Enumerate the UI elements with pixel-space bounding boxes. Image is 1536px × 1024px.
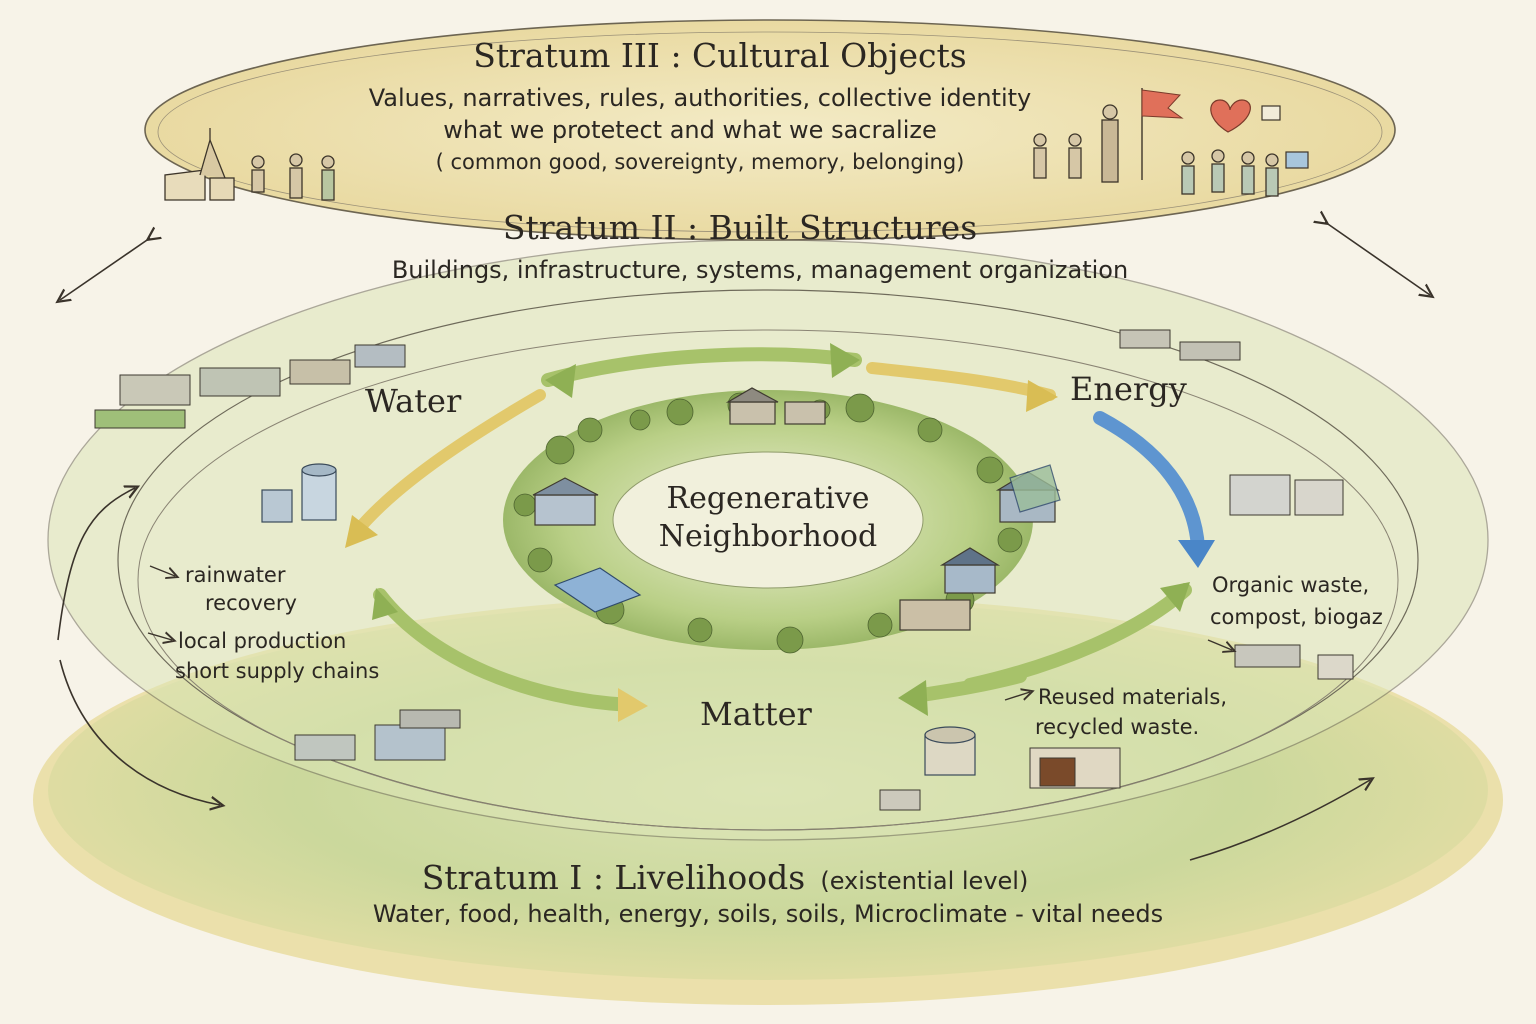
center-label-line-2: Neighborhood: [658, 519, 878, 554]
water-tank-icon: [261, 463, 976, 776]
cycle-arrow-energy-organic: [1093, 411, 1215, 568]
energy-label: Energy: [1070, 370, 1187, 408]
center-label-line-1: Regenerative: [666, 481, 870, 516]
settlement-south: [294, 709, 1121, 811]
rainwater-note-line-2: recovery: [205, 591, 297, 615]
stratum-1-title-note: (existential level): [820, 867, 1029, 895]
cycle-arrow-local-matter: [372, 588, 648, 722]
stratum-3-title: Stratum III : Cultural Objects: [473, 36, 967, 75]
stratum-3-plate: [144, 19, 1396, 241]
stratum-3-line-2: what we protetect and what we sacralize: [443, 116, 937, 144]
settlement-east: [1119, 329, 1354, 680]
cycle-arrow-to-energy: [866, 362, 1058, 412]
stratum-2-line-1: Buildings, infrastructure, systems, mana…: [391, 256, 1129, 284]
water-label: Water: [365, 382, 462, 420]
organic-waste-note-line-2: compost, biogaz: [1210, 605, 1383, 629]
greenhouse-icon: [553, 464, 1061, 613]
local-production-note-line-1: local production: [178, 629, 347, 653]
heart-icon: [1210, 99, 1251, 133]
strata-connector-arrows: [58, 222, 1430, 861]
note-pointers: [147, 565, 1232, 701]
cycle-arrow-reused-matter: [898, 669, 1027, 716]
stratum-1-line-1: Water, food, health, energy, soils, soil…: [372, 900, 1164, 928]
neighborhood-disk: [503, 390, 1033, 650]
flag-icon: [1141, 88, 1184, 180]
stratum-1-heading: Stratum I : Livelihoods (existential lev…: [0, 858, 1450, 897]
reused-materials-note-line-2: recycled waste.: [1035, 715, 1200, 739]
local-production-note-line-2: short supply chains: [175, 659, 380, 683]
people-group-icon: [251, 104, 1279, 201]
stratum-2-title: Stratum II : Built Structures: [502, 208, 978, 247]
reused-materials-note-line-1: Reused materials,: [1038, 685, 1228, 709]
settlement-west: [94, 344, 406, 429]
stratum-3-line-3: ( common good, sovereignty, memory, belo…: [435, 150, 965, 174]
rainwater-note-line-1: rainwater: [185, 563, 286, 587]
church-icon: [164, 128, 235, 201]
cycle-arrow-water-energy: [541, 343, 862, 398]
stratum-1-title: Stratum I : Livelihoods: [421, 858, 806, 897]
sign-icon: [1261, 105, 1309, 169]
organic-waste-note-line-1: Organic waste,: [1212, 573, 1370, 597]
matter-label: Matter: [700, 695, 812, 733]
stratum-3-line-1: Values, narratives, rules, authorities, …: [368, 84, 1032, 112]
cycle-arrow-water-down: [345, 389, 546, 548]
